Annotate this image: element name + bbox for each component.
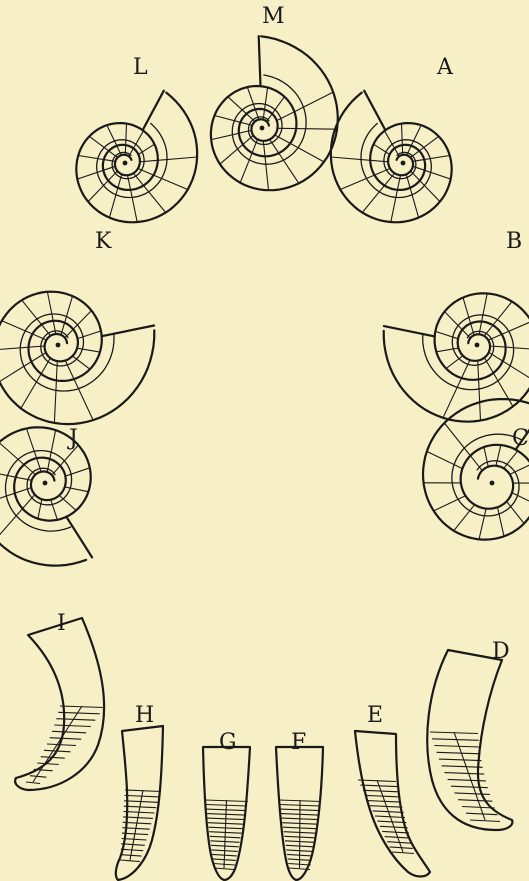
label-L: L — [133, 55, 148, 80]
label-H: H — [135, 703, 154, 728]
shell-M-coiled — [211, 36, 338, 190]
label-C: C — [512, 426, 529, 451]
shell-F-cone — [276, 747, 323, 880]
shell-H-cone — [116, 726, 163, 880]
label-K: K — [95, 229, 112, 254]
shell-A-coiled — [331, 91, 452, 223]
label-G: G — [219, 730, 237, 755]
shell-B-coiled — [384, 293, 529, 421]
shell-G-cone — [203, 747, 250, 880]
shell-J-coiled — [0, 427, 92, 565]
shell-D-curved-horn — [427, 650, 512, 830]
shell-L-coiled — [76, 91, 197, 223]
label-B: B — [506, 229, 522, 254]
label-F: F — [291, 730, 306, 755]
shell-I-curved-horn — [15, 618, 104, 790]
label-A: A — [436, 55, 454, 80]
shell-E-cone — [355, 731, 430, 877]
label-M: M — [262, 4, 285, 29]
label-E: E — [367, 703, 383, 728]
shell-K-coiled — [0, 292, 154, 424]
